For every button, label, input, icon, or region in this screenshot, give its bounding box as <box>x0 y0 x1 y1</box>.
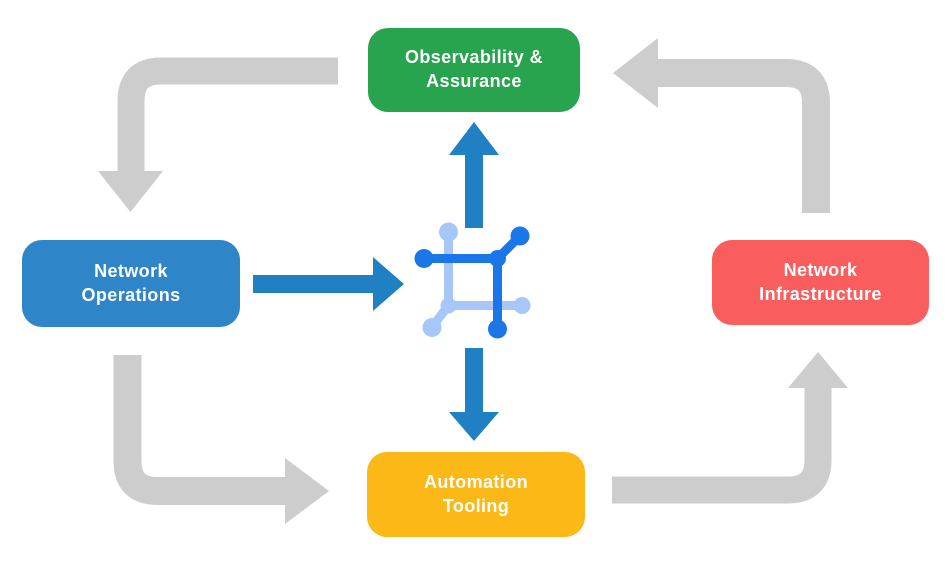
arrowhead-down-icon <box>98 171 163 212</box>
arrow-operations-to-hub-icon <box>253 257 404 311</box>
arrow-infrastructure-to-observability-icon <box>613 38 830 213</box>
node-label: Observability & Assurance <box>404 47 544 91</box>
arrowhead-up-icon <box>788 352 848 388</box>
node-label: Network Infrastructure <box>759 259 882 304</box>
network-hub-icon <box>414 222 531 339</box>
node-network-operations: Network Operations <box>22 240 240 327</box>
hub-node-topright <box>510 226 530 246</box>
hub-node-bottom <box>488 319 507 339</box>
arrow-hub-to-automation-icon <box>449 348 499 441</box>
node-label: Network Operations <box>81 260 181 305</box>
arrowhead-right-icon <box>285 458 329 524</box>
arrow-observability-to-operations-icon <box>98 57 338 212</box>
hub-joint-topright <box>489 250 506 267</box>
arrow-shaft <box>113 355 286 505</box>
hub-node-left <box>414 249 434 268</box>
hub-node-top <box>439 222 458 242</box>
node-label: Automation Tooling <box>424 471 528 516</box>
hub-light-nodes <box>422 222 531 337</box>
hub-joint-bottomleft <box>440 297 457 314</box>
arrow-shaft <box>658 59 830 213</box>
hub-node-right <box>513 297 531 314</box>
node-automation-tooling: Automation Tooling <box>367 452 585 537</box>
arrow-automation-to-infrastructure-icon <box>612 352 848 504</box>
node-observability-assurance: Observability & Assurance <box>368 28 580 112</box>
arrow-shaft <box>117 57 338 173</box>
hub-dark-nodes <box>414 226 530 339</box>
hub-node-bottomleft <box>422 318 442 337</box>
arrow-operations-to-automation-icon <box>113 355 329 524</box>
arrow-hub-to-observability-icon <box>449 122 499 228</box>
arrowhead-left-icon <box>613 38 658 108</box>
arrow-shaft <box>612 388 832 504</box>
node-network-infrastructure: Network Infrastructure <box>712 240 929 325</box>
